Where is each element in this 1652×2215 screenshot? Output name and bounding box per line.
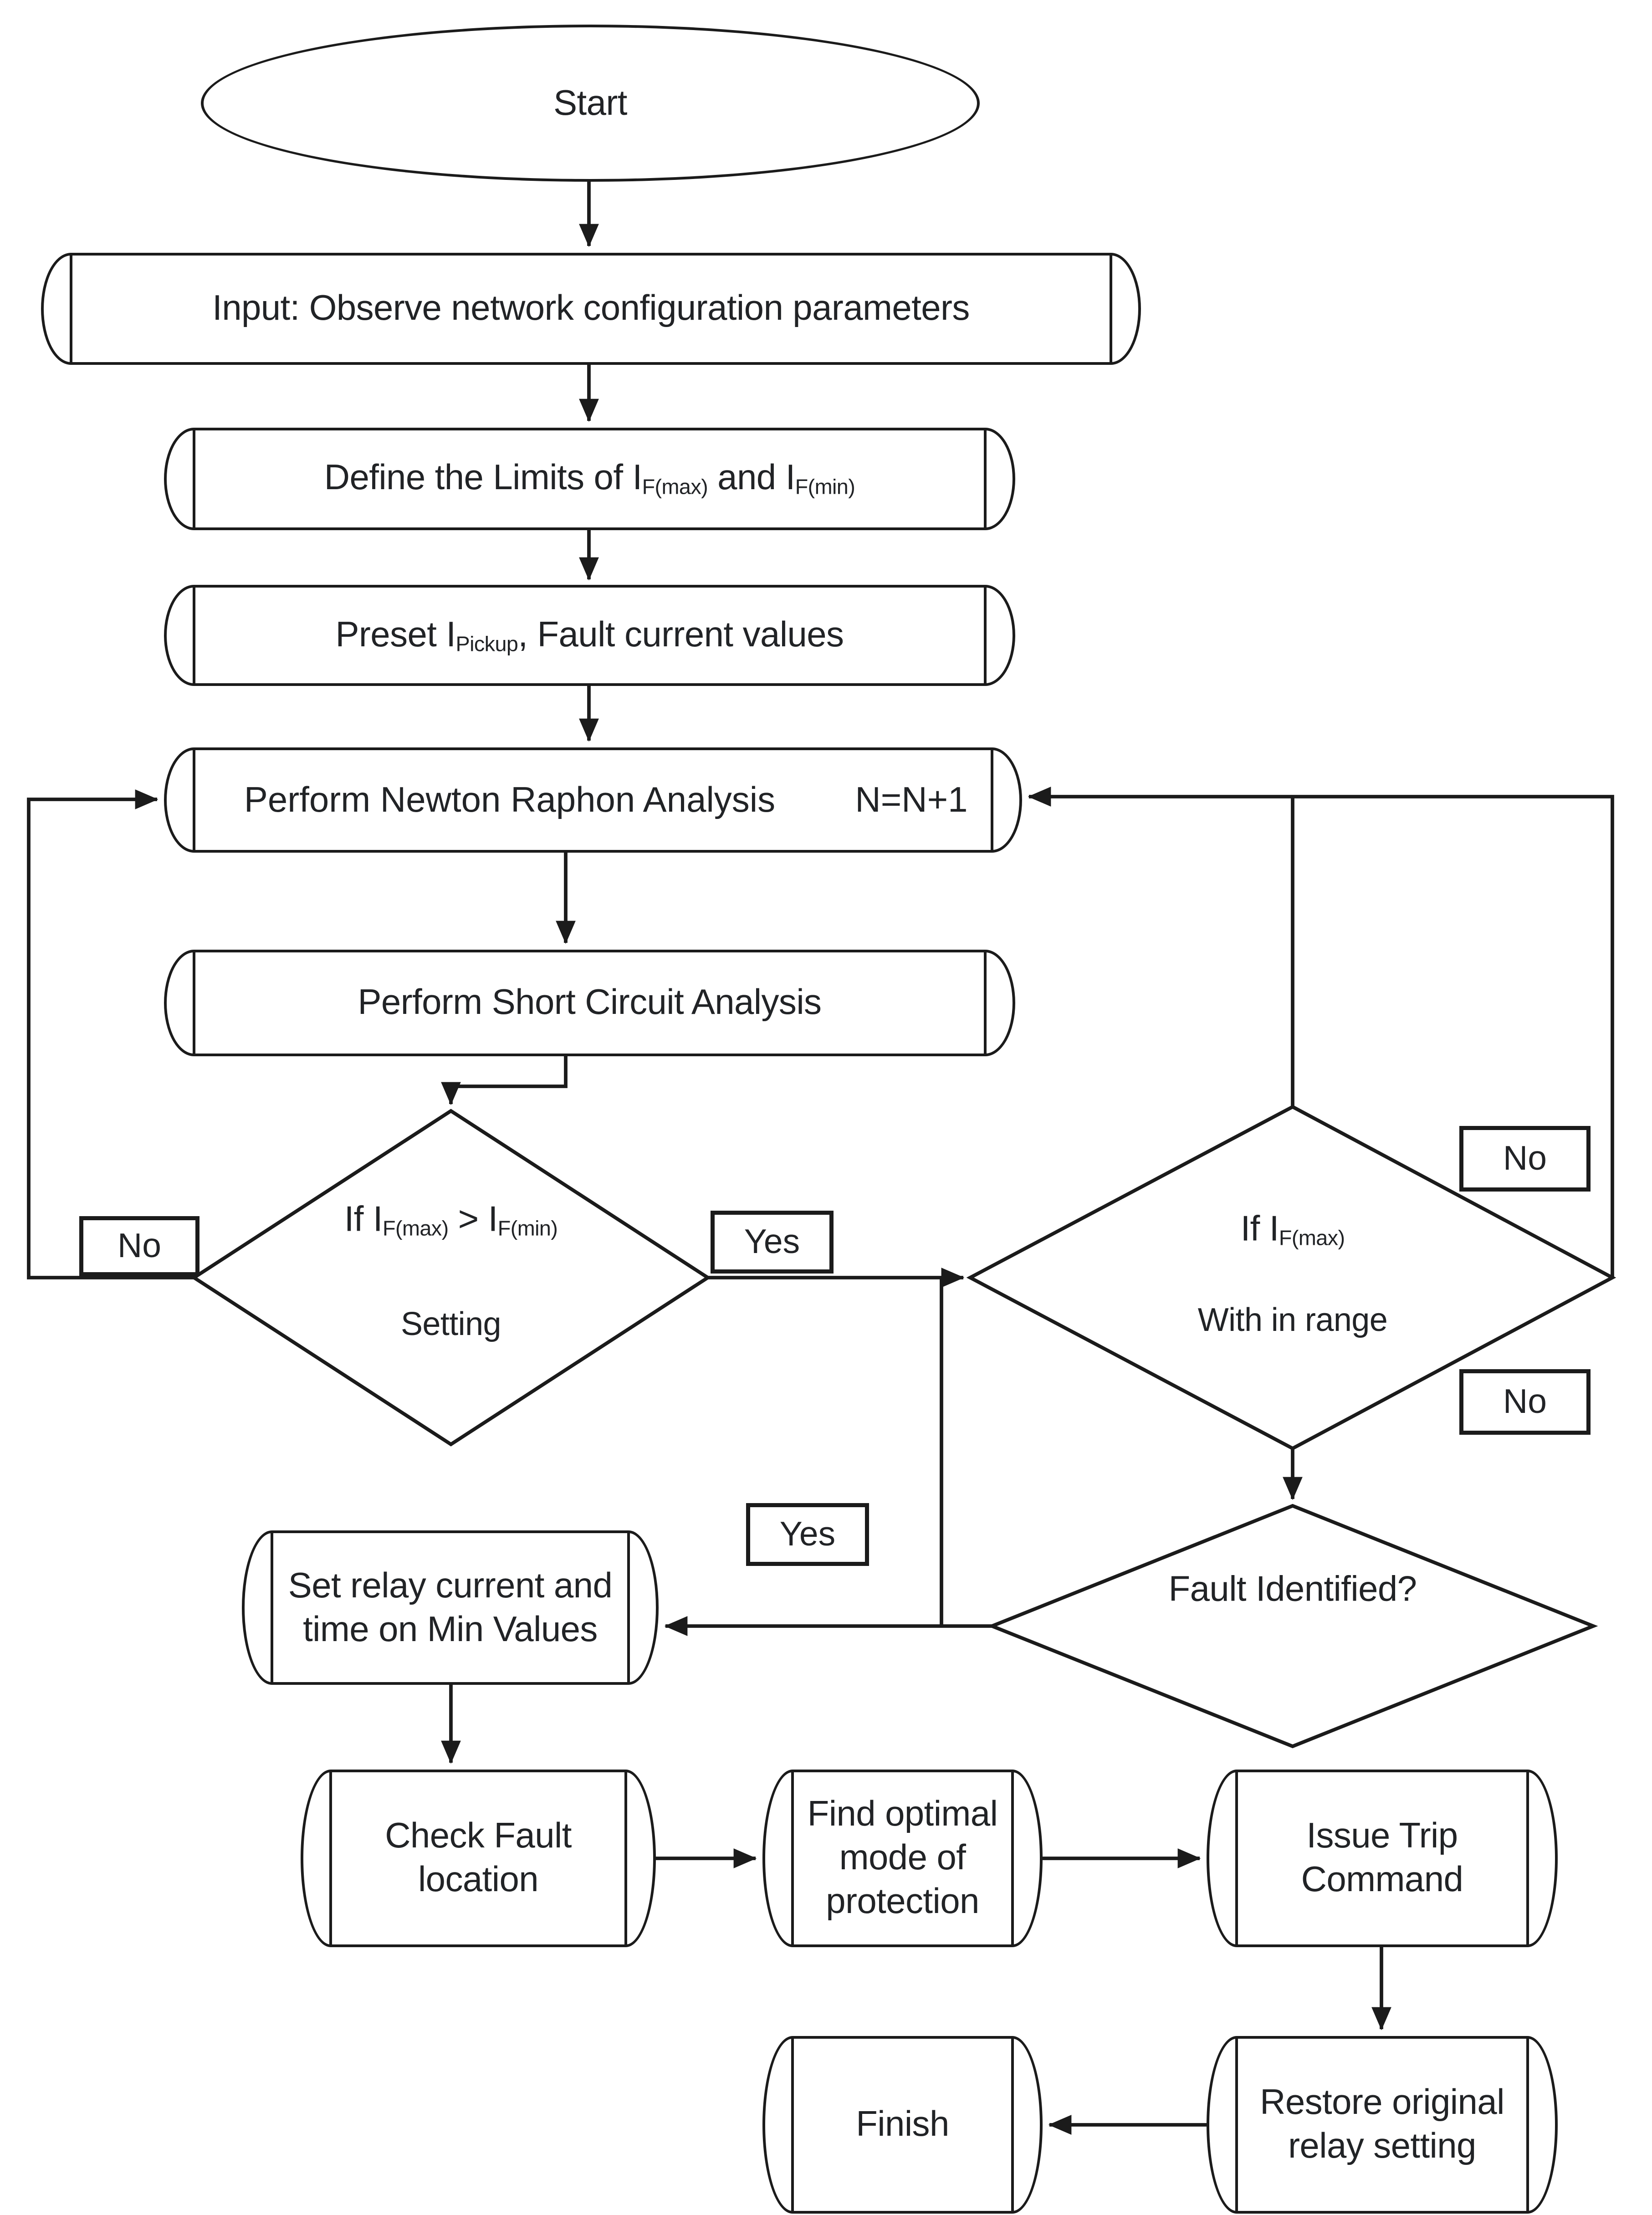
iteration-counter-label: N=N+1 (855, 779, 968, 820)
define-limits-label: Define the Limits of IF(max) and IF(min) (324, 456, 855, 500)
no-label-right-loop: No (1459, 1126, 1591, 1192)
define-limits-node: Define the Limits of IF(max) and IF(min) (164, 428, 1015, 530)
no-label-left-loop: No (79, 1216, 199, 1276)
newton-label: Perform Newton Raphon Analysis (244, 779, 776, 820)
decision-range-shape (966, 1105, 1616, 1451)
input-label: Input: Observe network configuration par… (212, 287, 970, 328)
no-label-fault: No (1459, 1369, 1591, 1435)
input-node: Input: Observe network configuration par… (41, 253, 1141, 365)
decision-range-line1: If IF(max) (1240, 1207, 1345, 1251)
start-label: Start (553, 81, 627, 123)
short-circuit-node: Perform Short Circuit Analysis (164, 950, 1015, 1056)
yes-label-range: Yes (711, 1211, 834, 1274)
decision-fault-label: Fault Identified? (1168, 1568, 1417, 1609)
edge-short-to-decision-limits (441, 1056, 568, 1105)
newton-raphson-node: Perform Newton Raphon Analysis N=N+1 (164, 747, 1022, 853)
decision-range-line2: With in range (1197, 1302, 1388, 1339)
edge-no-loop-left (27, 789, 194, 1279)
edge-no-loop-right (1028, 787, 1614, 1278)
finish-label: Finish (856, 2103, 949, 2144)
decision-fault-shape (987, 1504, 1598, 1749)
short-circuit-label: Perform Short Circuit Analysis (358, 981, 822, 1023)
decision-limits-shape (190, 1109, 711, 1447)
decision-limits-line2: Setting (401, 1306, 501, 1343)
start-node: Start (201, 25, 980, 182)
yes-label-set-relay: Yes (746, 1503, 869, 1566)
decision-limits-line1: If IF(max) > IF(min) (344, 1198, 558, 1241)
preset-label: Preset IPickup, Fault current values (335, 613, 844, 656)
preset-node: Preset IPickup, Fault current values (164, 585, 1015, 686)
finish-node: Finish (762, 2036, 1043, 2214)
